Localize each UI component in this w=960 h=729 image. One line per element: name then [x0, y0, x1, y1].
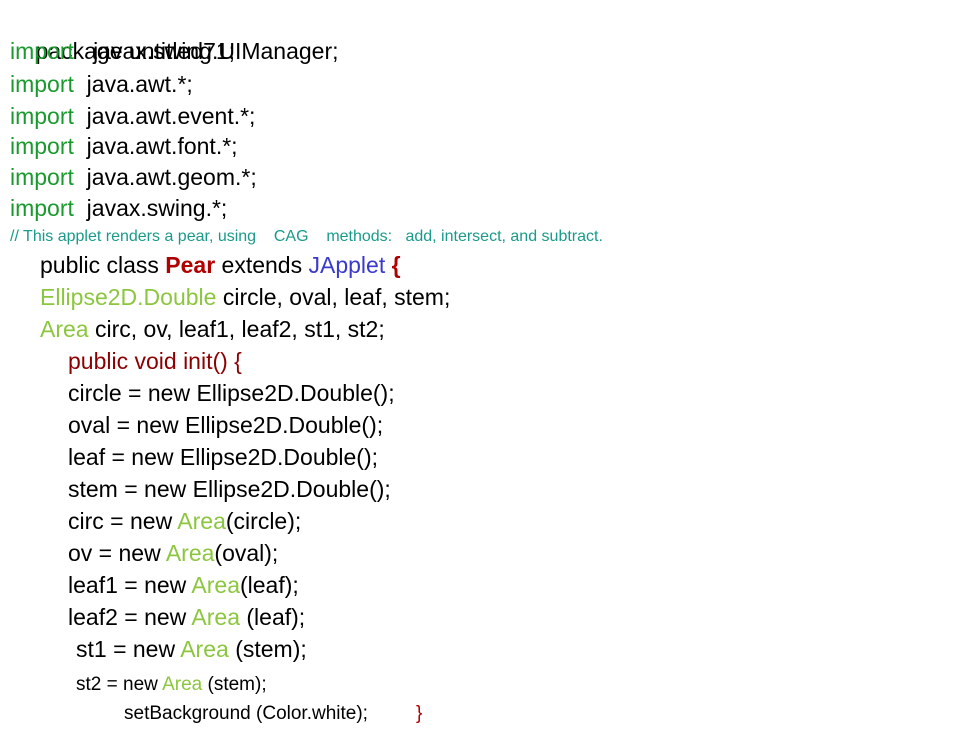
superclass-name: JApplet [308, 252, 386, 278]
code-comment: // This applet renders a pear, using CAG… [10, 228, 603, 245]
import-path: java.awt.font.*; [73, 133, 238, 159]
code-line-init-method: public void init() { [68, 348, 242, 374]
type-name: Area [177, 508, 226, 534]
code-line-leaf-assign: leaf = new Ellipse2D.Double(); [68, 444, 379, 470]
statement-suffix: (circle); [225, 508, 302, 534]
import-path: java.awt.geom.*; [73, 164, 257, 190]
import-path: java.awt.event.*; [73, 103, 256, 129]
statement-prefix: leaf1 = new [68, 572, 192, 598]
import-keyword: import [10, 103, 74, 129]
import-path: javax.swing.UIManager; [73, 38, 339, 64]
statement-prefix: leaf2 = new [68, 604, 192, 630]
open-brace: { [385, 252, 401, 278]
code-line-leaf2-area: leaf2 = new Area (leaf); [68, 602, 305, 632]
statement-prefix: ov = new [68, 540, 166, 566]
set-background-call: setBackground (Color.white); [124, 703, 368, 724]
type-name: Area [40, 316, 89, 342]
import-keyword: import [10, 71, 74, 97]
package-statement: package untitled71; [35, 38, 236, 64]
type-name: Ellipse2D.Double [40, 284, 217, 310]
statement-prefix: st2 = new [76, 674, 163, 695]
type-name: Area [180, 636, 229, 662]
code-line-class-declaration: public class Pear extends JApplet { [40, 250, 401, 280]
code-line-package: package untitled71; [10, 6, 236, 96]
import-path: javax.swing.*; [73, 195, 228, 221]
import-keyword: import [10, 164, 74, 190]
class-modifiers: public class [40, 252, 166, 278]
import-keyword: import [10, 133, 74, 159]
code-line-oval-assign: oval = new Ellipse2D.Double(); [68, 412, 384, 438]
code-line-ov-area: ov = new Area(oval); [68, 538, 278, 568]
code-line-import-uimanager: import javax.swing.UIManager; [10, 36, 339, 66]
field-list: circle, oval, leaf, stem; [216, 284, 451, 310]
import-keyword: import [10, 38, 74, 64]
code-line-leaf1-area: leaf1 = new Area(leaf); [68, 570, 299, 600]
import-keyword: import [10, 195, 74, 221]
code-line-circ-area: circ = new Area(circle); [68, 506, 301, 536]
type-name: Area [191, 572, 240, 598]
type-name: Area [165, 540, 215, 566]
code-line-import-swing: import javax.swing.*; [10, 193, 227, 223]
class-name: Pear [165, 252, 216, 278]
statement-suffix: (oval); [214, 540, 279, 566]
statement-suffix: (stem); [202, 674, 267, 695]
code-line-import-awt-event: import java.awt.event.*; [10, 101, 255, 131]
code-line-import-awt-geom: import java.awt.geom.*; [10, 162, 257, 192]
code-line-ellipse-fields: Ellipse2D.Double circle, oval, leaf, ste… [40, 282, 450, 312]
extends-keyword: extends [215, 252, 309, 278]
field-list: circ, ov, leaf1, leaf2, st1, st2; [88, 316, 385, 342]
code-line-import-awt-font: import java.awt.font.*; [10, 131, 238, 161]
statement-prefix: circ = new [68, 508, 178, 534]
statement-suffix: (leaf); [240, 572, 299, 598]
code-line-area-fields: Area circ, ov, leaf1, leaf2, st1, st2; [40, 314, 385, 344]
import-path: java.awt.*; [73, 71, 193, 97]
code-line-st2-area: st2 = new Area (stem); [76, 670, 267, 700]
code-line-st1-area: st1 = new Area (stem); [76, 634, 307, 664]
type-name: Area [162, 674, 203, 695]
code-line-stem-assign: stem = new Ellipse2D.Double(); [68, 476, 391, 502]
code-line-set-background: setBackground (Color.white);} [124, 699, 422, 729]
statement-prefix: st1 = new [76, 636, 181, 662]
statement-suffix: (leaf); [240, 604, 306, 630]
close-brace: } [415, 703, 423, 724]
statement-suffix: (stem); [228, 636, 307, 662]
code-line-import-awt: import java.awt.*; [10, 69, 193, 99]
type-name: Area [191, 604, 240, 630]
code-line-circle-assign: circle = new Ellipse2D.Double(); [68, 380, 395, 406]
